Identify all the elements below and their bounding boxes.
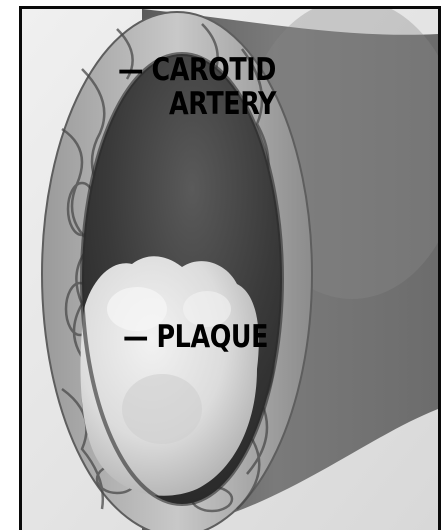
photo-frame: — CAROTID ARTERY — PLAQUE: [19, 6, 441, 530]
carotid-label-line2: ARTERY: [153, 89, 276, 120]
plaque-label: — PLAQUE: [123, 322, 268, 353]
carotid-artery-label: — CAROTID ARTERY: [118, 55, 276, 120]
carotid-label-line1: — CAROTID: [118, 55, 276, 86]
